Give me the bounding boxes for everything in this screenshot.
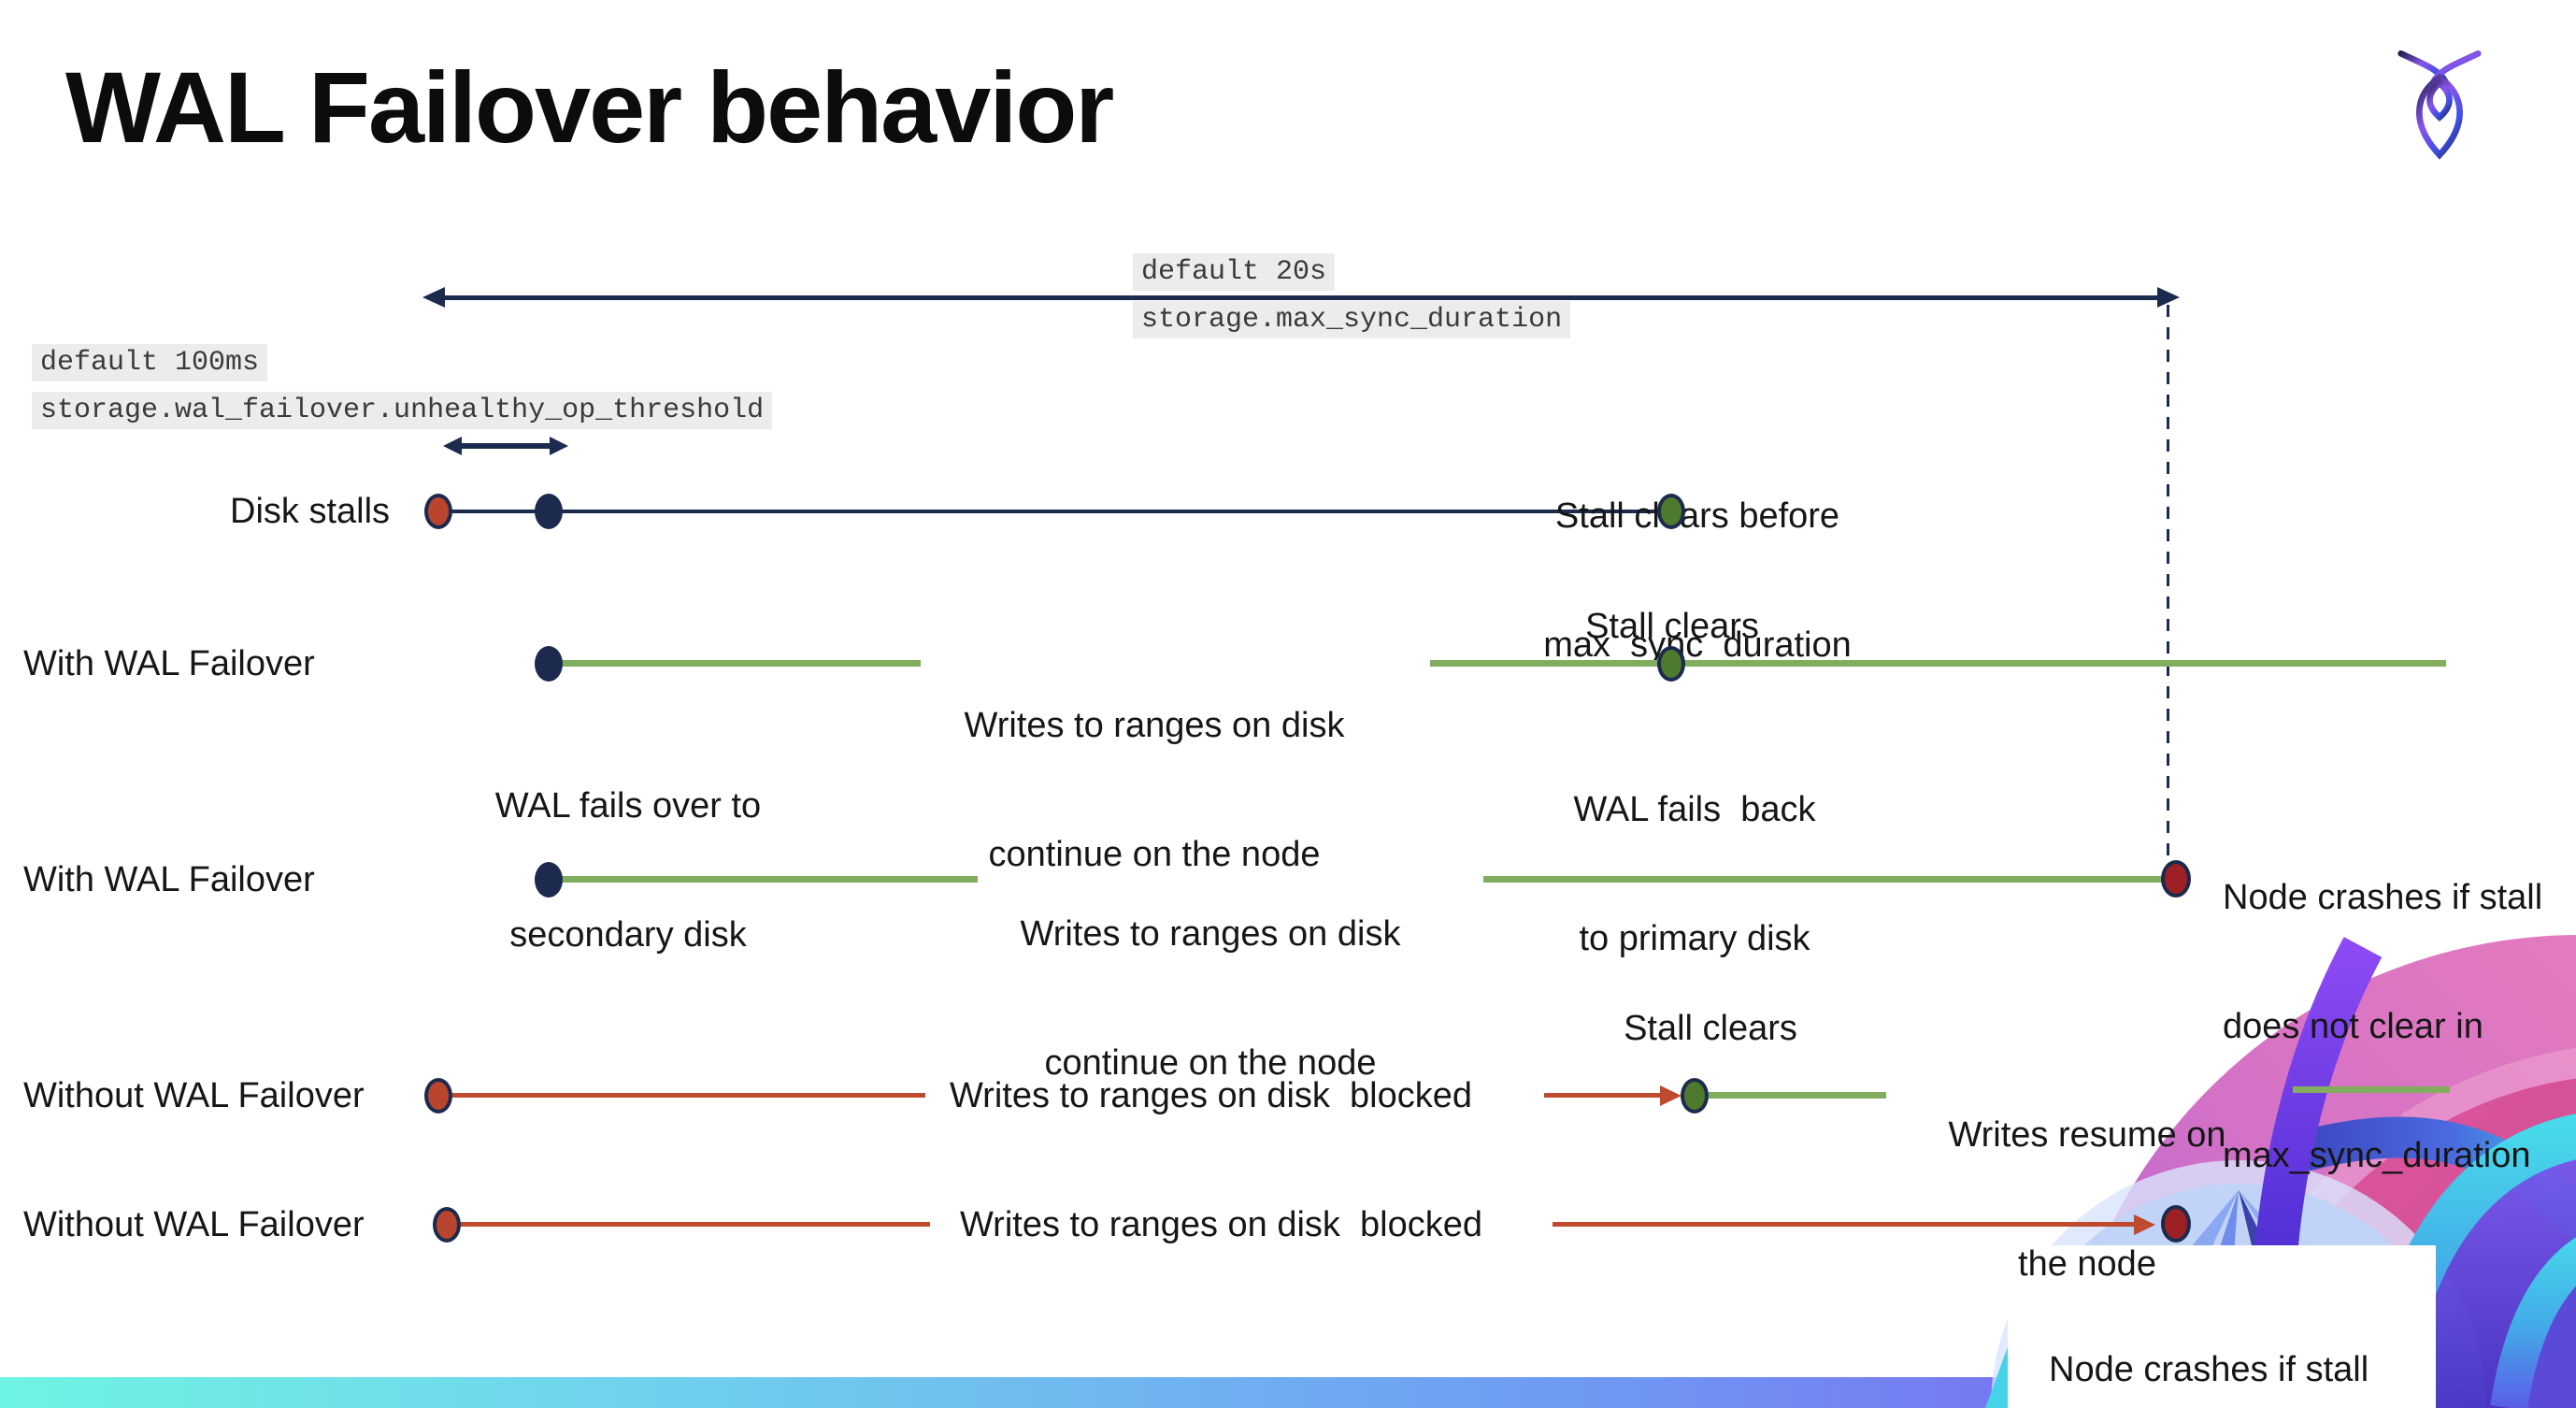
max-sync-arrow-line: [443, 295, 2161, 300]
writes-resume-line-2: [2293, 1086, 2450, 1093]
writes-resume-line: [1709, 1092, 1886, 1099]
stall-start-dot-2: [424, 1078, 452, 1113]
writes-blocked-line-4: [1553, 1222, 2134, 1227]
failover-caption-line2: secondary disk: [509, 915, 747, 955]
resume-line1: Writes resume on: [1948, 1115, 2226, 1155]
crash-line3: max_sync_duration: [2223, 1136, 2531, 1175]
stall-note-line2: max_sync_duration: [1543, 625, 1852, 665]
failback-caption: WAL fails back to primary disk: [1508, 702, 1882, 1046]
row-label-without-wal-failover-1: Without WAL Failover: [23, 1076, 365, 1115]
blocked-arrow-head-2: [2134, 1214, 2155, 1235]
writes-line1: Writes to ranges on disk: [964, 706, 1345, 745]
resume-line2: the node: [2018, 1244, 2156, 1284]
writes-continue-line-3: [561, 876, 978, 883]
row-label-without-wal-failover-2: Without WAL Failover: [23, 1205, 365, 1244]
threshold-arrow-right-head: [550, 437, 568, 455]
stall-clears-dot: [1657, 494, 1685, 529]
failback-caption-line1: WAL fails back: [1573, 790, 1816, 829]
stall-note-line1: Stall clears before: [1554, 496, 1840, 536]
crash-line1: Node crashes if stall: [2223, 878, 2543, 917]
max-sync-deadline-dashed-line: [2167, 305, 2169, 864]
blocked-arrow-head: [1660, 1085, 1682, 1106]
threshold-default-label: default 100ms: [32, 344, 268, 381]
node-crash-dot: [2161, 860, 2191, 898]
failover-dot-2: [535, 862, 563, 898]
max-sync-default-label: default 20s: [1133, 253, 1336, 291]
writes-line2: continue on the node: [1044, 1043, 1377, 1083]
threshold-setting-label: storage.wal_failover.unhealthy_op_thresh…: [32, 392, 773, 429]
stall-clears-note-2: Stall clears: [1624, 1009, 1797, 1048]
unhealthy-op-threshold-annotation: default 100ms storage.wal_failover.unhea…: [32, 344, 773, 429]
row-label-disk-stalls: Disk stalls: [230, 492, 391, 531]
writes-blocked-note: Writes to ranges on disk blocked: [950, 1076, 1473, 1115]
page-title: WAL Failover behavior: [65, 50, 1114, 164]
writes-blocked-note-2: Writes to ranges on disk blocked: [960, 1205, 1483, 1244]
writes-blocked-line-2: [1544, 1093, 1660, 1098]
failover-caption-line1: WAL fails over to: [494, 786, 762, 826]
max-sync-setting-label: storage.max_sync_duration: [1133, 301, 1571, 338]
failover-caption: WAL fails over to secondary disk: [441, 698, 815, 1042]
max-sync-arrow-right-head: [2157, 287, 2180, 308]
failover-threshold-dot: [535, 494, 563, 529]
writes-resume-note: Writes resume on the node: [1924, 1027, 2251, 1372]
writes-continue-note: Writes to ranges on disk continue on the…: [944, 618, 1365, 962]
max-sync-duration-annotation: default 20s storage.max_sync_duration: [1133, 253, 1571, 338]
row-label-with-wal-failover-2: With WAL Failover: [23, 860, 315, 899]
stall-clears-before-note: Stall clears before max_sync_duration: [1510, 409, 1884, 753]
node-crash-note-box: Node crashes if stall does not clear in …: [2008, 1245, 2436, 1408]
crash-line2: does not clear in: [2223, 1007, 2483, 1046]
stall-clears-dot-2: [1657, 646, 1685, 682]
failover-dot: [535, 646, 563, 682]
writes-blocked-line: [452, 1093, 925, 1098]
failback-caption-line2: to primary disk: [1579, 919, 1810, 958]
stall-clears-note: Stall clears: [1585, 607, 1759, 646]
writes-blocked-line-3: [461, 1222, 930, 1227]
max-sync-arrow-left-head: [422, 287, 445, 308]
stall-start-dot: [424, 494, 452, 529]
writes-line1: Writes to ranges on disk: [1020, 914, 1401, 954]
writes-continue-line-2: [1430, 660, 2446, 667]
disk-stalls-timeline-line: [439, 510, 1671, 513]
row-label-with-wal-failover-1: With WAL Failover: [23, 644, 315, 683]
writes-continue-line: [561, 660, 921, 667]
crash-line1: Node crashes if stall: [2049, 1350, 2369, 1389]
node-crash-note: Node crashes if stall does not clear in …: [2223, 790, 2576, 1263]
writes-continue-note-2: Writes to ranges on disk continue on the…: [1000, 826, 1421, 1171]
node-crash-dot-2: [2161, 1205, 2191, 1243]
writes-line2: continue on the node: [988, 835, 1321, 874]
writes-continue-line-4: [1483, 876, 2173, 883]
stall-clears-dot-3: [1681, 1078, 1709, 1113]
threshold-arrow-left-head: [443, 437, 462, 455]
node-crash-note-2: Node crashes if stall does not clear in …: [2049, 1260, 2436, 1408]
stall-start-dot-3: [433, 1207, 461, 1243]
cockroachdb-logo-icon: [2397, 50, 2482, 160]
threshold-arrow-line: [460, 443, 551, 449]
